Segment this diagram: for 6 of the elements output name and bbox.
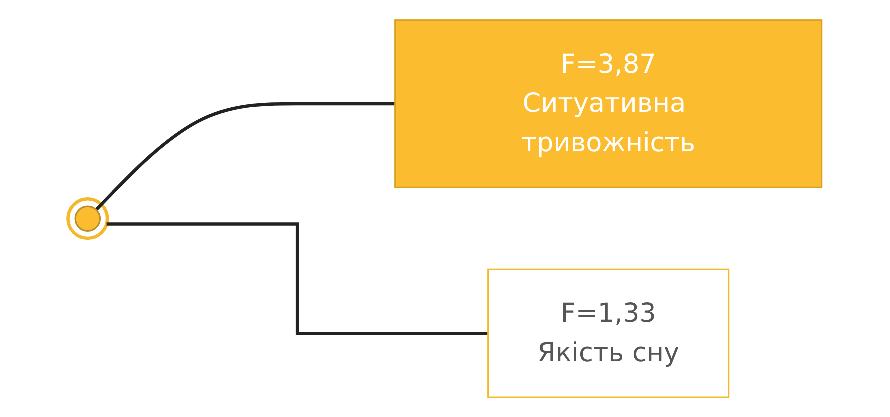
connector (106, 222, 488, 335)
cluster (66, 197, 110, 240)
node-box: F=1,33 Якість сну (488, 268, 730, 398)
connector (95, 102, 396, 211)
node-box: F=3,87 Ситуативна тривожність (394, 19, 823, 188)
node-circle (74, 205, 101, 232)
